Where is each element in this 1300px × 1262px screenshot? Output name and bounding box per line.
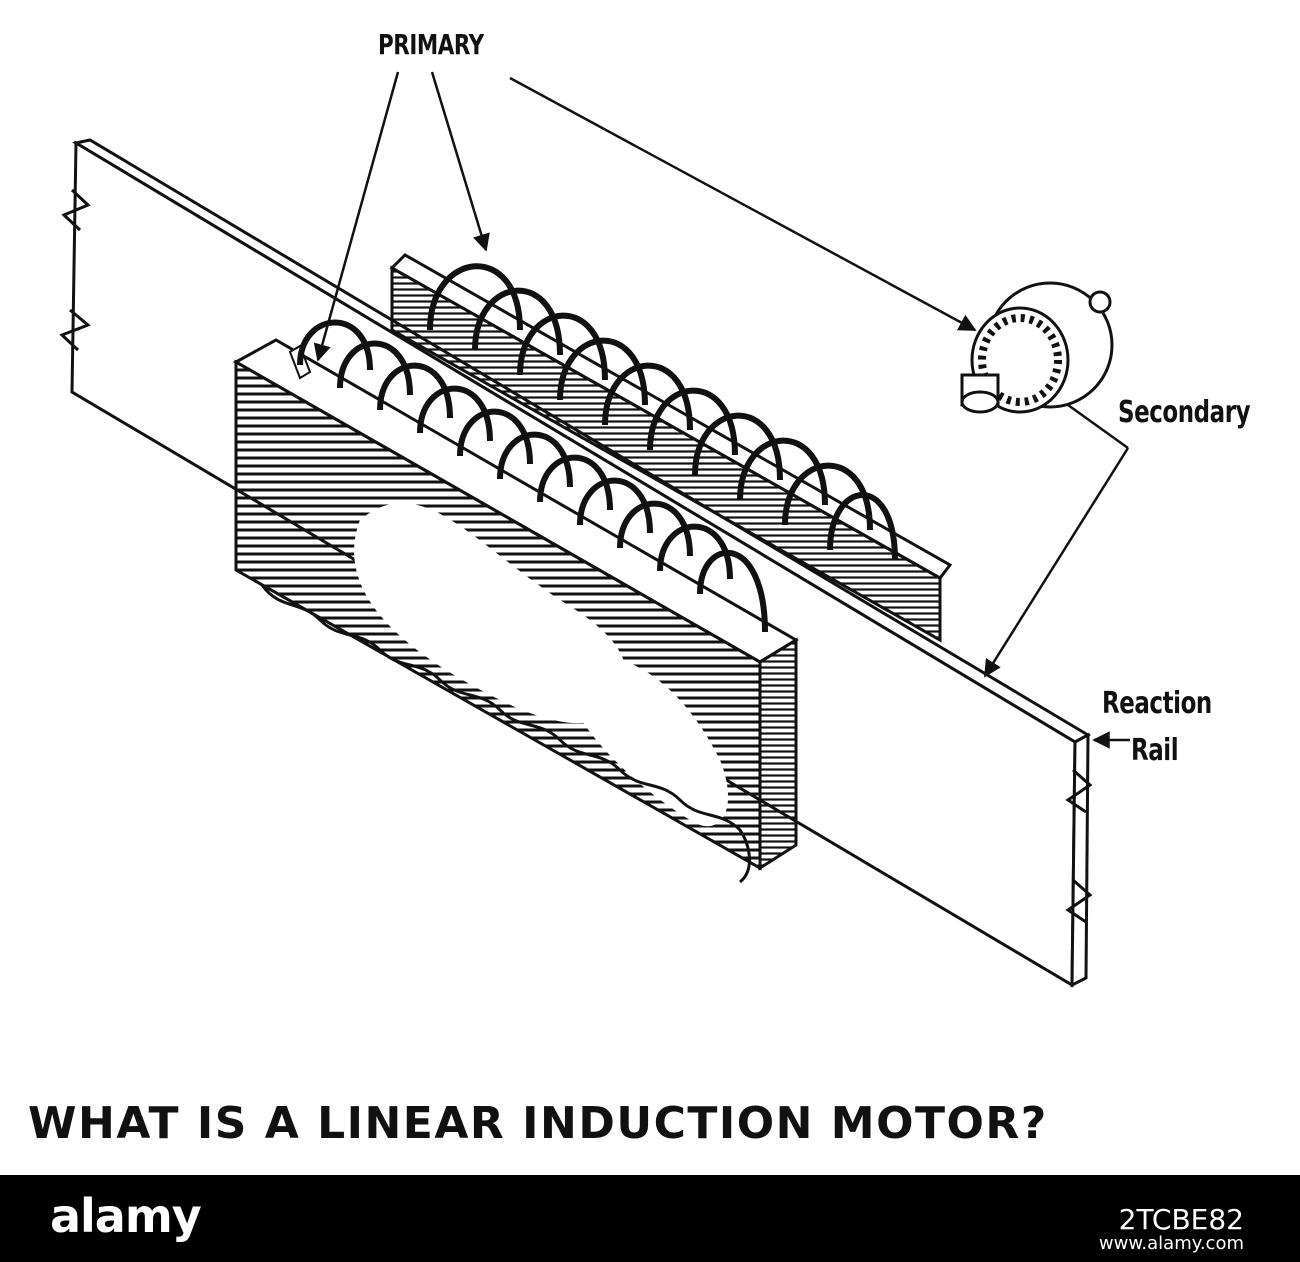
primary-label: PRIMARY xyxy=(378,28,484,61)
secondary-label: Secondary xyxy=(1118,395,1251,430)
image-id: 2TCBE82 xyxy=(1118,1203,1244,1236)
back-coils xyxy=(427,263,898,561)
front-coils xyxy=(297,319,768,633)
alamy-logo: alamy xyxy=(50,1189,202,1243)
front-primary-core xyxy=(232,338,799,884)
linear-induction-motor-diagram: PRIMARY Secondary Reaction Rail WHAT IS … xyxy=(28,28,1251,1149)
reaction-label: Reaction xyxy=(1102,686,1212,721)
watermark-footer: alamy 2TCBE82 www.alamy.com xyxy=(0,1175,1300,1262)
rotary-motor-illustration xyxy=(960,281,1114,414)
diagram-caption: WHAT IS A LINEAR INDUCTION MOTOR? xyxy=(28,1098,1048,1149)
site-url: www.alamy.com xyxy=(1098,1233,1244,1254)
rail-label: Rail xyxy=(1131,733,1179,768)
leader-lines xyxy=(313,71,1130,749)
